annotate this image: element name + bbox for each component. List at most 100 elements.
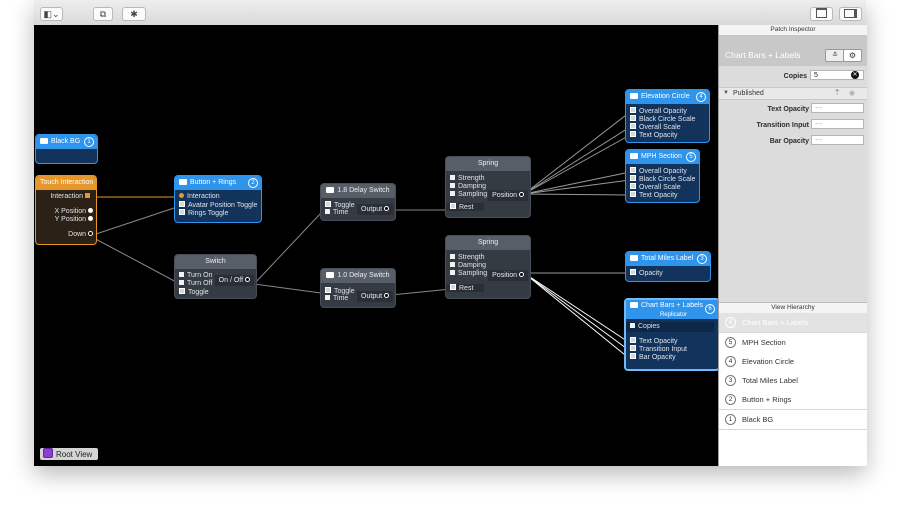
on-off-output-port[interactable] xyxy=(245,277,250,282)
layer-number-badge: 1 xyxy=(84,137,94,147)
port-label: Text Opacity xyxy=(639,132,678,139)
damping-port[interactable] xyxy=(450,262,455,267)
toggle-port[interactable] xyxy=(325,201,331,207)
gear-icon[interactable]: ⚙ xyxy=(843,49,862,62)
switch-patch[interactable]: Switch Turn On Turn Off Toggle On / Off xyxy=(174,254,257,299)
input-port[interactable] xyxy=(630,167,636,173)
x-position-port[interactable] xyxy=(88,208,93,213)
y-position-port[interactable] xyxy=(88,216,93,221)
clear-icon[interactable]: ✕ xyxy=(851,71,859,79)
transition-input-field[interactable]: --- xyxy=(811,119,864,129)
opacity-port[interactable] xyxy=(630,269,636,275)
sampling-port[interactable] xyxy=(450,191,455,196)
input-port[interactable] xyxy=(630,345,636,351)
patch-title: 1.0 Delay Switch xyxy=(337,272,390,279)
port-label: Turn Off xyxy=(187,280,213,287)
copies-label: Copies xyxy=(783,73,807,80)
input-port[interactable] xyxy=(630,183,636,189)
strength-port[interactable] xyxy=(450,175,455,180)
strength-port[interactable] xyxy=(450,254,455,259)
input-port[interactable] xyxy=(630,175,636,181)
app-window: ◧⌄ ⧉ ✱ xyxy=(34,0,867,466)
delay-switch-1-8-patch[interactable]: 1.8 Delay Switch Toggle Time Output xyxy=(320,183,396,221)
input-port[interactable] xyxy=(630,337,636,343)
rest-port[interactable] xyxy=(450,284,456,290)
turn-on-port[interactable] xyxy=(179,272,184,277)
port-label: Overall Scale xyxy=(639,124,681,131)
input-port[interactable] xyxy=(630,107,636,113)
publish-port-icon[interactable]: ⍑ xyxy=(835,90,840,97)
port-label: Turn On xyxy=(187,272,213,279)
folder-icon xyxy=(326,272,335,278)
sampling-port[interactable] xyxy=(450,270,455,275)
interaction-port[interactable] xyxy=(179,193,184,198)
input-port[interactable] xyxy=(630,131,636,137)
sidebar-toggle-button[interactable] xyxy=(839,7,862,21)
spring-patch-2[interactable]: Spring Strength Damping Sampling Rest Po… xyxy=(445,235,531,299)
input-port[interactable] xyxy=(630,353,636,359)
hierarchy-label: Button + Rings xyxy=(742,395,792,404)
text-opacity-field[interactable]: --- xyxy=(811,103,864,113)
spring-patch-1[interactable]: Spring Strength Damping Sampling Rest Po… xyxy=(445,156,531,218)
output-port[interactable] xyxy=(384,206,389,211)
interaction-output-port[interactable] xyxy=(85,193,90,198)
port-label: Position xyxy=(492,272,518,279)
disclosure-triangle-icon[interactable]: ▼ xyxy=(723,90,729,96)
folder-icon xyxy=(630,255,638,261)
copies-port[interactable] xyxy=(630,323,635,328)
eye-icon[interactable]: ◉ xyxy=(849,90,856,97)
rest-port[interactable] xyxy=(450,203,456,209)
folder-icon xyxy=(630,93,638,99)
wire-delay10-to-spring xyxy=(390,288,452,296)
turn-off-port[interactable] xyxy=(179,280,184,285)
time-port[interactable] xyxy=(325,209,330,214)
down-port[interactable] xyxy=(88,231,93,236)
patch-title: MPH Section xyxy=(641,153,682,160)
published-section[interactable]: ▼ Published ⍑ ◉ xyxy=(719,87,867,100)
toggle-port[interactable] xyxy=(325,287,331,293)
input-port[interactable] xyxy=(630,123,636,129)
sliders-icon[interactable]: ≛ xyxy=(825,49,845,62)
copies-field[interactable]: 5 xyxy=(810,70,864,80)
time-port[interactable] xyxy=(325,295,330,300)
output-port[interactable] xyxy=(384,293,389,298)
input-port[interactable] xyxy=(630,191,636,197)
root-view-breadcrumb[interactable]: Root View xyxy=(40,448,99,460)
toggle-port[interactable] xyxy=(179,201,185,207)
toggle-port[interactable] xyxy=(179,288,185,294)
input-port[interactable] xyxy=(630,115,636,121)
duplicate-button[interactable]: ⧉ xyxy=(93,7,113,21)
toggle-port[interactable] xyxy=(179,209,185,215)
port-label: Sampling xyxy=(458,191,488,198)
bar-opacity-field[interactable]: --- xyxy=(811,135,864,145)
damping-port[interactable] xyxy=(450,183,455,188)
port-label: Overall Opacity xyxy=(639,168,687,175)
single-view-button[interactable] xyxy=(810,7,833,21)
layer-number-badge: 3 xyxy=(725,375,736,386)
inspector-title: Patch Inspector xyxy=(719,25,867,36)
wire-s1-e xyxy=(523,179,631,195)
patch-title: 1.8 Delay Switch xyxy=(337,187,390,194)
position-output-port[interactable] xyxy=(519,272,524,277)
wire-s2-c xyxy=(523,272,631,360)
position-output-port[interactable] xyxy=(519,192,524,197)
delay-switch-1-0-patch[interactable]: 1.0 Delay Switch Toggle Time Output xyxy=(320,268,396,308)
settings-button[interactable]: ✱ xyxy=(122,7,146,21)
layer-menu-button[interactable]: ◧⌄ xyxy=(40,7,63,21)
layer-number-badge: 3 xyxy=(697,254,707,264)
touch-interaction-patch[interactable]: Touch Interaction Interaction X Position… xyxy=(35,175,97,245)
port-label: Strength xyxy=(458,175,485,182)
